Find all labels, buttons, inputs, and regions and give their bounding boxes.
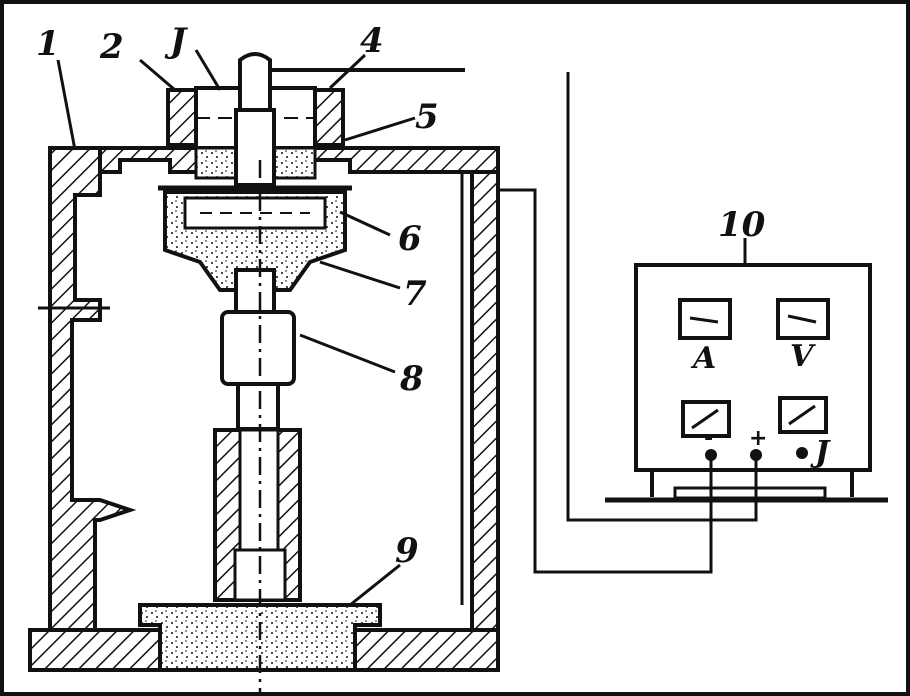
leader-6 <box>339 210 391 237</box>
voltmeter-icon <box>776 298 830 340</box>
control-unit-box <box>634 263 872 472</box>
leader-1 <box>56 59 77 151</box>
electrode-rod-mid <box>234 108 276 187</box>
frame-base <box>28 628 162 672</box>
labels: 1 2 J 4 5 6 7 8 9 10 A V - + J <box>36 21 831 571</box>
column-assembly <box>213 268 302 602</box>
top-cap-assembly <box>166 52 465 187</box>
column-link <box>236 382 280 431</box>
cap-ring-right <box>313 88 345 147</box>
wiring <box>500 72 758 574</box>
column-upper-block <box>220 310 296 386</box>
leader-2 <box>139 58 176 92</box>
dial-right-needle <box>788 404 816 426</box>
control-unit <box>605 263 888 503</box>
frame-base-right <box>353 628 500 672</box>
terminal-minus-label: - <box>704 426 713 451</box>
terminal-plus-label: + <box>749 426 767 451</box>
leader-7 <box>319 260 401 290</box>
label-2: 2 <box>99 27 124 67</box>
chamber-assembly <box>158 185 352 292</box>
voltmeter-needle <box>787 314 817 324</box>
cap-ring-left <box>166 88 198 147</box>
label-5: 5 <box>415 97 439 137</box>
ammeter-icon <box>678 298 732 340</box>
label-4: 4 <box>360 21 384 61</box>
leader-8 <box>299 333 396 374</box>
frame-left-wall <box>48 146 137 632</box>
wire-left-vertical <box>566 72 758 522</box>
terminal-third <box>796 447 808 459</box>
electrode-rod-top <box>238 52 272 112</box>
label-8: 8 <box>399 359 424 399</box>
unit-base-plate <box>673 486 827 500</box>
leader-5 <box>344 116 416 142</box>
label-10: 10 <box>718 205 766 245</box>
frame-housing <box>28 146 500 672</box>
ammeter-needle <box>689 316 719 324</box>
leader-lines <box>56 49 747 607</box>
voltmeter-label: V <box>790 339 816 374</box>
leader-9 <box>349 563 401 607</box>
label-6: 6 <box>398 219 422 259</box>
ammeter-label: A <box>690 341 716 376</box>
label-1: 1 <box>36 24 60 64</box>
frame-right-wall <box>470 170 500 642</box>
column-neck <box>234 268 276 317</box>
dial-left-needle <box>691 408 719 430</box>
terminal-third-label: J <box>810 435 831 470</box>
label-7: 7 <box>403 274 427 314</box>
wire-housing-to-minus <box>500 188 713 574</box>
leader-4 <box>328 53 367 90</box>
label-9: 9 <box>395 531 419 571</box>
leader-3 <box>194 49 222 91</box>
label-3: J <box>164 21 188 61</box>
